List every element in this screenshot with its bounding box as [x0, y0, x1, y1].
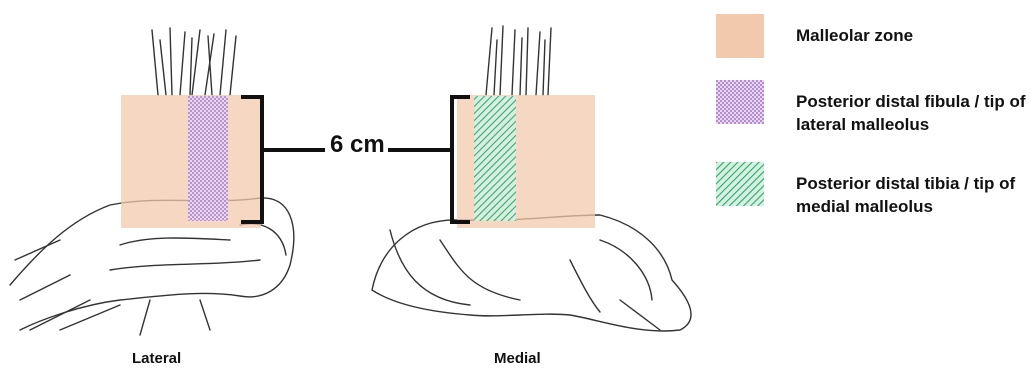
fibula-swatch	[716, 80, 764, 124]
legend-item-fibula: Posterior distal fibula / tip of lateral…	[716, 80, 1031, 136]
legend-label: Posterior distal fibula / tip of lateral…	[796, 90, 1031, 136]
lateral-fibula-band	[188, 96, 228, 221]
medial-tibia-band	[474, 96, 516, 221]
legend-label: Malleolar zone	[796, 24, 1031, 47]
measurement-label: 6 cm	[330, 131, 385, 159]
legend-item-tibia: Posterior distal tibia / tip of medial m…	[716, 162, 1031, 218]
legend-item-malleolar-zone: Malleolar zone	[716, 14, 1031, 58]
medial-view-label: Medial	[494, 350, 541, 367]
lateral-view-label: Lateral	[132, 350, 181, 367]
malleolar-zone-swatch	[716, 14, 764, 58]
legend-label: Posterior distal tibia / tip of medial m…	[796, 172, 1031, 218]
tibia-swatch	[716, 162, 764, 206]
